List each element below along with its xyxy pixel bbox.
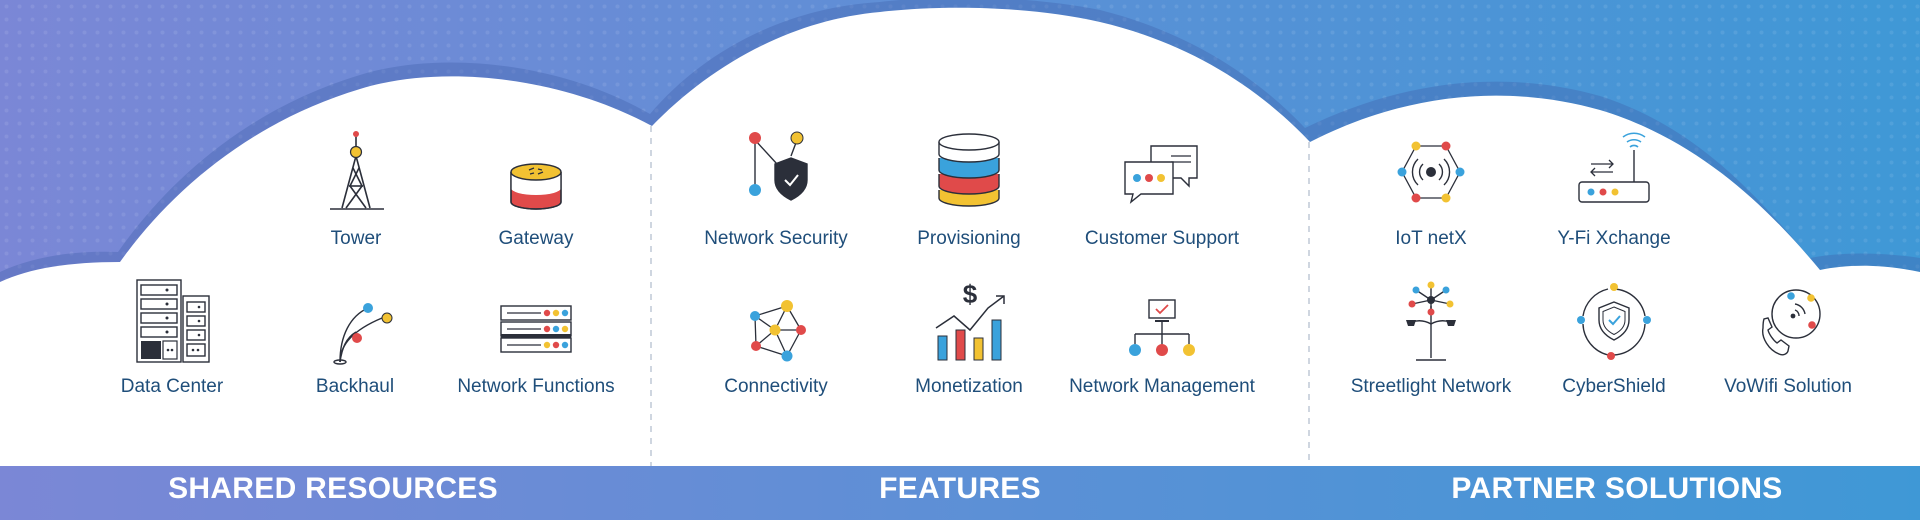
tile-label: Network Functions — [457, 376, 615, 397]
tile-label: Gateway — [498, 228, 574, 249]
tile-network-security[interactable]: Network Security — [676, 128, 876, 250]
section-title-features: FEATURES — [879, 472, 1041, 505]
network-security-icon — [749, 131, 808, 201]
tile-cybershield[interactable]: CyberShield — [1514, 276, 1714, 398]
tile-label: Network Management — [1069, 376, 1255, 397]
tile-label: Network Security — [704, 228, 848, 249]
tile-label: Tower — [330, 228, 382, 249]
tile-iot-netx[interactable]: IoT netX — [1331, 128, 1531, 250]
tower-icon — [330, 131, 384, 210]
tile-label: VoWifi Solution — [1724, 376, 1852, 397]
network-management-icon — [1129, 299, 1195, 356]
tile-network-functions[interactable]: Network Functions — [436, 276, 636, 398]
tile-vowifi-solution[interactable]: VoWifi Solution — [1688, 276, 1888, 398]
cybershield-icon — [1577, 283, 1651, 360]
monetization-chart-icon: $ — [935, 279, 1005, 361]
iot-hub-icon — [1397, 141, 1465, 203]
tile-y-fi-xchange[interactable]: Y-Fi Xchange — [1514, 128, 1714, 250]
section-title-partner-solutions: PARTNER SOLUTIONS — [1451, 472, 1783, 505]
database-icon — [938, 133, 1000, 207]
tile-connectivity[interactable]: Connectivity — [676, 276, 876, 398]
gateway-icon — [510, 163, 562, 210]
tile-gateway[interactable]: Gateway — [436, 128, 636, 250]
tile-backhaul[interactable]: Backhaul — [255, 276, 455, 398]
tile-label: Data Center — [120, 376, 224, 397]
tile-label: Provisioning — [917, 228, 1021, 249]
wifi-phone-icon — [1762, 289, 1821, 356]
tile-monetization[interactable]: $ Monetization — [869, 276, 1069, 398]
tile-label: Monetization — [915, 376, 1023, 397]
backhaul-icon — [333, 303, 393, 365]
tile-label: Customer Support — [1084, 228, 1240, 249]
cloud-shape — [0, 7, 1920, 520]
tile-label: IoT netX — [1395, 228, 1467, 249]
data-center-icon — [136, 279, 210, 363]
tile-customer-support[interactable]: Customer Support — [1062, 128, 1262, 250]
tile-data-center[interactable]: Data Center — [72, 276, 272, 398]
streetlight-icon — [1406, 281, 1456, 361]
router-icon — [1578, 132, 1650, 203]
tile-label: CyberShield — [1562, 376, 1666, 397]
connectivity-icon — [750, 300, 806, 362]
tile-tower[interactable]: Tower — [256, 128, 456, 250]
tile-label: Streetlight Network — [1350, 376, 1512, 397]
tile-network-management[interactable]: Network Management — [1062, 276, 1262, 398]
tile-label: Y-Fi Xchange — [1557, 228, 1671, 249]
section-title-shared-resources: SHARED RESOURCES — [168, 472, 498, 505]
svg-text:$: $ — [963, 279, 978, 309]
tile-label: Backhaul — [315, 376, 395, 397]
chat-bubbles-icon — [1124, 145, 1198, 204]
network-functions-icon — [500, 305, 572, 353]
bottom-bar — [0, 466, 1920, 520]
tile-streetlight-network[interactable]: Streetlight Network — [1331, 276, 1531, 398]
tile-provisioning[interactable]: Provisioning — [869, 128, 1069, 250]
tile-label: Connectivity — [724, 376, 828, 397]
